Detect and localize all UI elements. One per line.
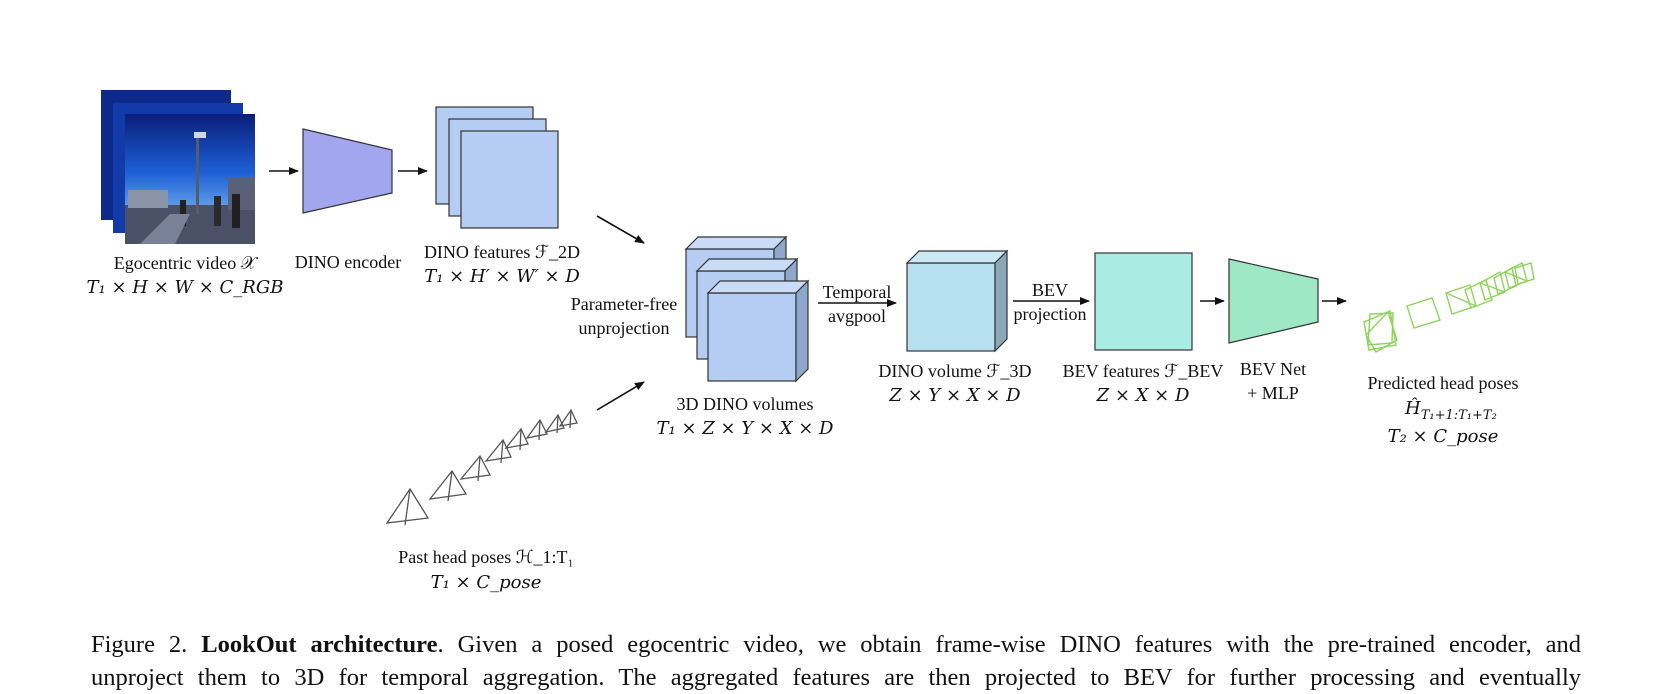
caption-title: LookOut architecture <box>201 631 438 658</box>
volume3d-dims: Z × Y × X × D <box>888 385 1021 406</box>
unprojection-label-line2: unprojection <box>579 318 670 338</box>
caption-line1-rest: . Given a posed egocentric video, we obt… <box>437 631 1582 658</box>
dino-volumes-stack <box>684 235 810 383</box>
volume3d-label: DINO volume ℱ_3D <box>878 361 1031 381</box>
architecture-figure: Egocentric video 𝒳 T₁ × H × W × C_RGB DI… <box>87 90 1535 593</box>
avgpool-label-line1: Temporal <box>823 282 892 302</box>
video-dims: T₁ × H × W × C_RGB <box>87 277 284 298</box>
pred-symbol-char: Ĥ <box>1404 396 1421 419</box>
street-scene-photo <box>125 132 255 244</box>
dino-features-stack <box>435 106 559 229</box>
pred-subscript: T₁+1:T₁+T₂ <box>1421 408 1497 423</box>
past-dims: T₁ × C_pose <box>431 572 542 593</box>
encoder-label: DINO encoder <box>295 252 401 272</box>
unprojection-label-line1: Parameter-free <box>571 294 678 314</box>
dino-encoder-block <box>302 128 393 214</box>
bev-net-block <box>1228 258 1319 344</box>
caption-figure-number: Figure 2. <box>91 631 188 658</box>
avgpool-label-line2: avgpool <box>828 306 886 326</box>
bevnet-label-line1: BEV Net <box>1240 359 1306 379</box>
past-head-poses <box>385 408 578 526</box>
caption-line-2: unproject them to 3D for temporal aggreg… <box>91 664 1581 691</box>
bev-features-block <box>1094 252 1193 351</box>
egocentric-video-frames <box>101 90 255 244</box>
volumes-dims: T₁ × Z × Y × X × D <box>657 418 835 439</box>
bev-projection-label-line1: BEV <box>1032 280 1068 300</box>
dino-volume-cube <box>905 249 1009 353</box>
caption-line-1: Figure 2. LookOut architecture. Given a … <box>91 628 1581 661</box>
features2d-label: DINO features ℱ_2D <box>424 242 580 262</box>
pred-title: Predicted head poses <box>1368 373 1519 393</box>
past-label: Past head poses ℋ_1:T₁ <box>398 547 574 567</box>
bevfeat-label: BEV features ℱ_BEV <box>1063 361 1224 381</box>
pred-dims: T₂ × C_pose <box>1388 426 1499 447</box>
volumes-label: 3D DINO volumes <box>677 394 814 414</box>
features2d-dims: T₁ × H′ × W′ × D <box>424 266 580 287</box>
bevfeat-dims: Z × X × D <box>1096 385 1190 406</box>
bev-projection-label-line2: projection <box>1014 304 1087 324</box>
figure-caption: Figure 2. LookOut architecture. Given a … <box>91 628 1581 694</box>
video-label: Egocentric video 𝒳 <box>114 253 259 273</box>
predicted-head-poses <box>1363 261 1535 353</box>
bevnet-label-line2: + MLP <box>1247 383 1299 403</box>
pred-symbol: ĤT₁+1:T₁+T₂ <box>1404 396 1497 423</box>
